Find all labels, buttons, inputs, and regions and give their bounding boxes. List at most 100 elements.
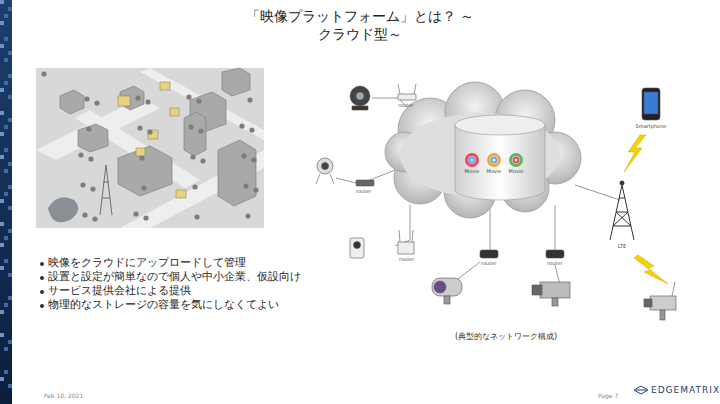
tree <box>135 95 140 100</box>
bar-pixel <box>0 111 4 115</box>
bullet-dot <box>40 304 44 308</box>
devices <box>316 84 676 320</box>
bullet-dot <box>40 276 44 280</box>
tree <box>90 186 95 191</box>
tree <box>188 124 193 129</box>
tree <box>137 125 142 130</box>
tree <box>92 216 97 221</box>
bar-pixel <box>0 44 4 48</box>
company-logo: EDGEMATRIX <box>651 385 720 396</box>
bar-pixel <box>4 347 8 351</box>
bar-pixel <box>4 37 8 41</box>
bar-pixel <box>0 377 4 381</box>
bar-pixel <box>4 58 8 62</box>
tree <box>239 123 244 128</box>
device-label: router <box>398 102 413 108</box>
page-number: Page 7 <box>598 392 618 399</box>
bar-pixel <box>4 370 8 374</box>
network-wires <box>336 98 620 285</box>
bar-pixel <box>4 303 8 307</box>
bar-pixel <box>0 333 4 337</box>
tree <box>192 184 197 189</box>
tree <box>139 155 144 160</box>
tree <box>247 97 252 102</box>
tree <box>94 100 99 105</box>
bar-pixel <box>8 340 12 344</box>
movie-label: Movie <box>487 168 502 174</box>
bar-pixel <box>0 266 4 270</box>
tree <box>198 128 203 133</box>
tree <box>249 127 254 132</box>
device-label: router <box>399 256 414 262</box>
movie-label: Movie <box>509 168 524 174</box>
tree <box>147 129 152 134</box>
cloud <box>385 82 581 218</box>
device-label: router <box>481 260 496 266</box>
bar-pixel <box>8 118 12 122</box>
bar-pixel <box>8 74 12 78</box>
tree <box>196 98 201 103</box>
bar-pixel <box>0 132 4 136</box>
bullet-text: 設置と設定が簡単なので個人や中小企業、仮設向け <box>48 270 301 283</box>
tree <box>194 214 199 219</box>
bar-pixel <box>4 81 8 85</box>
bar-pixel <box>8 206 12 210</box>
tree <box>84 96 89 101</box>
tree <box>82 212 87 217</box>
bar-pixel <box>8 95 12 99</box>
tree <box>145 99 150 104</box>
tree <box>243 183 248 188</box>
tree <box>141 185 146 190</box>
bar-pixel <box>4 259 8 263</box>
bar-pixel <box>0 21 4 25</box>
bar-pixel <box>8 162 12 166</box>
tree <box>186 94 191 99</box>
bar-pixel <box>8 296 12 300</box>
tree <box>190 154 195 159</box>
device-label: router <box>547 260 562 266</box>
bar-pixel <box>0 155 4 159</box>
tree <box>253 187 258 192</box>
bullet-text: 映像をクラウドにアップロードして管理 <box>48 256 246 269</box>
tree <box>200 158 205 163</box>
slide-title: 「映像プラットフォーム」とは？ ～クラウド型～ <box>240 8 480 43</box>
bar-pixel <box>0 199 4 203</box>
bullet-dot <box>40 290 44 294</box>
bar-pixel <box>8 273 12 277</box>
bullet-text: 物理的なストレージの容量を気にしなくてよい <box>48 298 279 311</box>
bullet-dot <box>40 262 44 266</box>
lightning <box>624 135 668 284</box>
tree <box>143 215 148 220</box>
device-label: LTE <box>618 243 626 249</box>
side-bar <box>0 0 12 404</box>
city-illustration <box>36 68 264 228</box>
movie-rings <box>467 155 522 166</box>
logo-mark <box>634 386 648 394</box>
tree <box>241 153 246 158</box>
bar-pixel <box>8 7 12 11</box>
bar-pixel <box>4 125 8 129</box>
tree <box>251 157 256 162</box>
tree <box>88 156 93 161</box>
bar-pixel <box>8 51 12 55</box>
tree <box>41 71 46 76</box>
bar-pixel <box>4 148 8 152</box>
bar-pixel <box>8 384 12 388</box>
bar-pixel <box>0 0 4 4</box>
bullet-text: サービス提供会社による提供 <box>48 284 191 297</box>
tree <box>80 182 85 187</box>
tree <box>78 152 83 157</box>
tree <box>86 126 91 131</box>
figure-caption: (典型的なネットワーク構成) <box>455 332 557 342</box>
bar-pixel <box>0 243 4 247</box>
lte-tower <box>610 181 634 240</box>
bar-pixel <box>0 88 4 92</box>
bar-pixel <box>4 14 8 18</box>
footer-date: Feb 10, 2021 <box>44 392 83 399</box>
bar-pixel <box>0 310 4 314</box>
bar-pixel <box>8 229 12 233</box>
bar-pixel <box>4 192 8 196</box>
movie-label: Movie <box>465 168 480 174</box>
bar-pixels <box>0 0 12 388</box>
